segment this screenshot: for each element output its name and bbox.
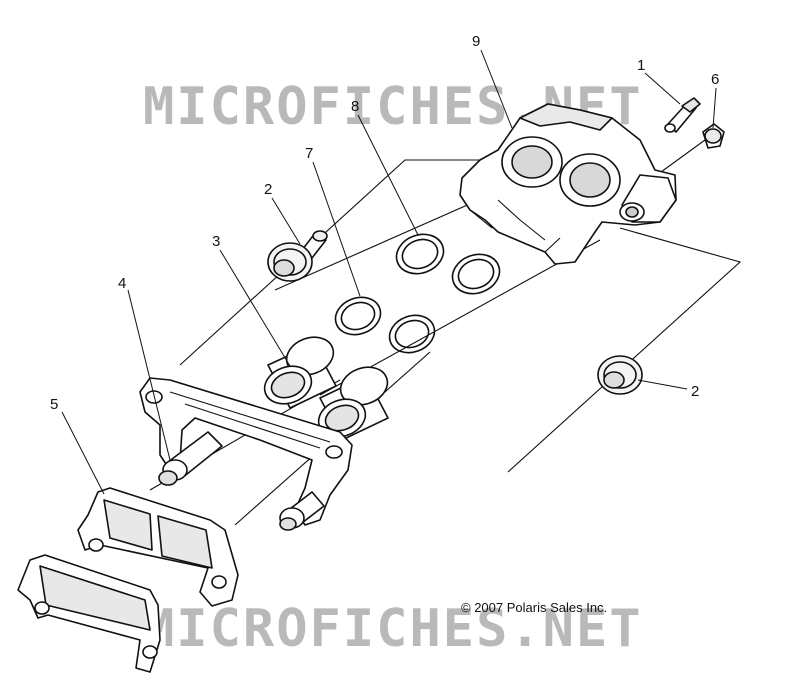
callout-8: 8 [351,98,359,115]
slide-pin-boot-left [267,230,328,282]
piston [263,336,389,441]
callout-2-left: 2 [264,181,272,198]
caliper-housing [459,103,677,265]
piston-seal-outer [395,233,501,295]
slide-pin-boot-right [597,355,643,395]
callout-2-right: 2 [691,383,699,400]
callout-7: 7 [305,145,313,162]
callout-1: 1 [637,57,645,74]
callout-9: 9 [472,33,480,50]
callout-6: 6 [711,71,719,88]
bleeder-cap [702,123,725,149]
callout-4: 4 [118,275,126,292]
caliper-bracket [139,377,353,526]
bracket-slide-pin-left [158,431,223,486]
piston-seal-inner [334,296,436,354]
callout-labels: 9 1 6 8 7 2 3 4 5 2 [50,33,719,413]
bracket-slide-pin-right [279,491,325,531]
callout-5: 5 [50,396,58,413]
callout-3: 3 [212,233,220,250]
watermark-bottom: MICROFICHES.NET [143,599,643,659]
bleeder-screw [664,97,701,133]
copyright-notice: © 2007 Polaris Sales Inc. [461,600,607,615]
brake-pad-set [17,487,239,673]
leader-lines [61,49,717,495]
